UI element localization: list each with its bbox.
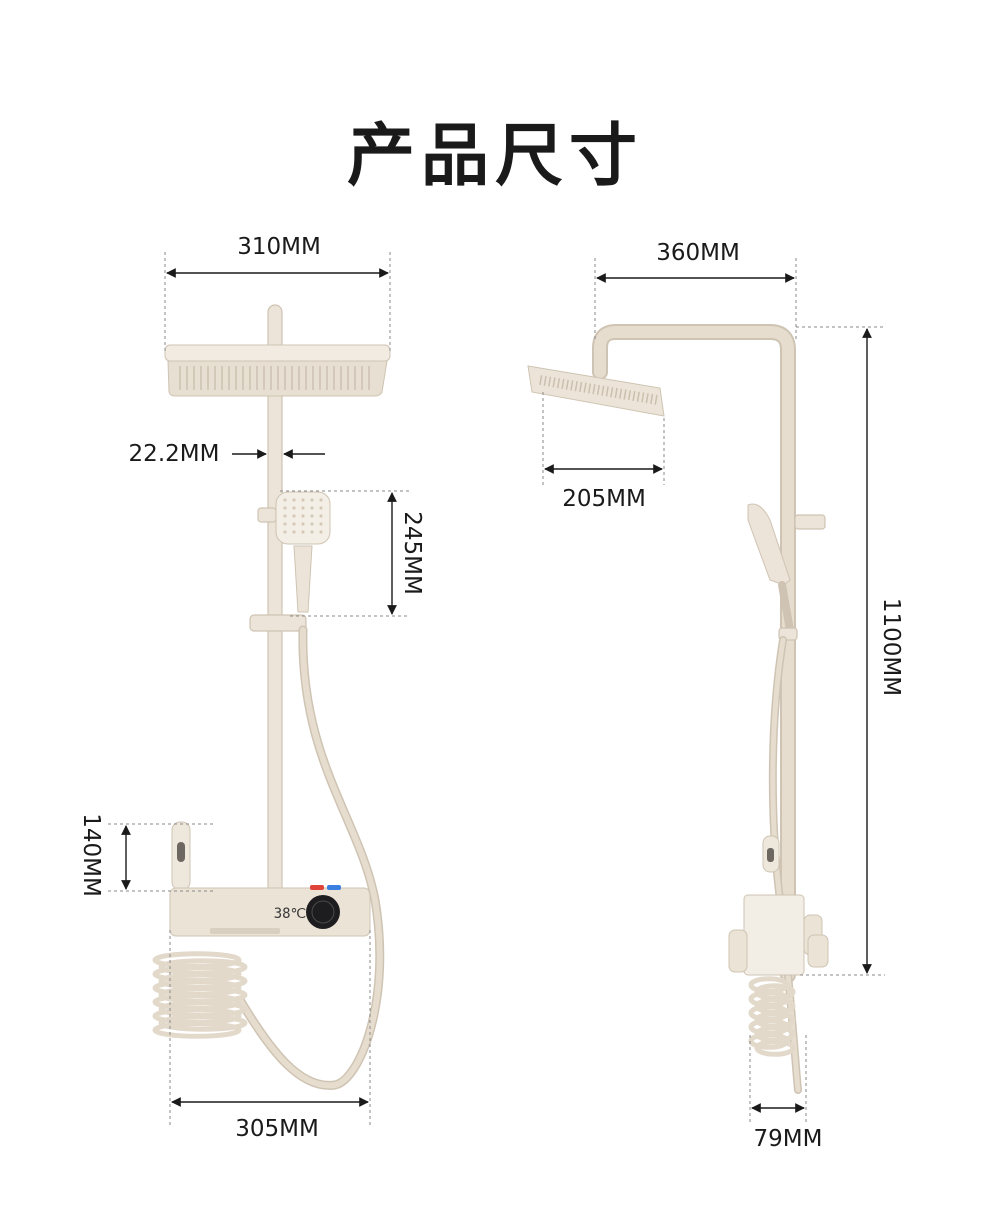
front-control-panel: 38℃	[169, 885, 371, 937]
side-hand-spray	[762, 835, 780, 873]
front-handheld-shower	[249, 491, 331, 632]
label-panel-width: 305MM	[235, 1116, 319, 1142]
front-view: 38℃	[152, 304, 391, 1090]
hot-indicator	[310, 885, 324, 890]
label-handheld-height: 245MM	[399, 511, 425, 595]
front-overhead-shower	[164, 344, 391, 397]
side-riser-arm	[592, 324, 796, 983]
label-hand-spray-height: 140MM	[78, 813, 104, 897]
dimension-labels: 310MM 22.2MM 245MM 140MM 305MM 360MM 205…	[78, 234, 904, 1152]
label-front-head-width: 310MM	[237, 234, 321, 260]
side-handheld-shower	[747, 503, 826, 641]
front-coiled-hose	[152, 951, 248, 1039]
label-total-height: 1100MM	[878, 598, 904, 696]
temperature-display: 38℃	[274, 906, 307, 922]
side-view	[527, 324, 829, 1094]
page-title: 产品尺寸	[346, 117, 643, 196]
side-overhead-shower	[527, 365, 665, 417]
side-control-panel	[728, 894, 829, 976]
label-pipe-diameter: 22.2MM	[129, 441, 220, 467]
cold-indicator	[327, 885, 341, 890]
label-panel-depth: 79MM	[754, 1126, 823, 1152]
front-hand-spray	[171, 821, 191, 891]
label-side-head-depth: 205MM	[562, 486, 646, 512]
slide-holder	[249, 614, 307, 632]
dimension-lines	[108, 252, 885, 1125]
side-coiled-hose	[748, 976, 796, 1057]
label-side-arm-reach: 360MM	[656, 240, 740, 266]
temperature-knob	[306, 895, 340, 929]
